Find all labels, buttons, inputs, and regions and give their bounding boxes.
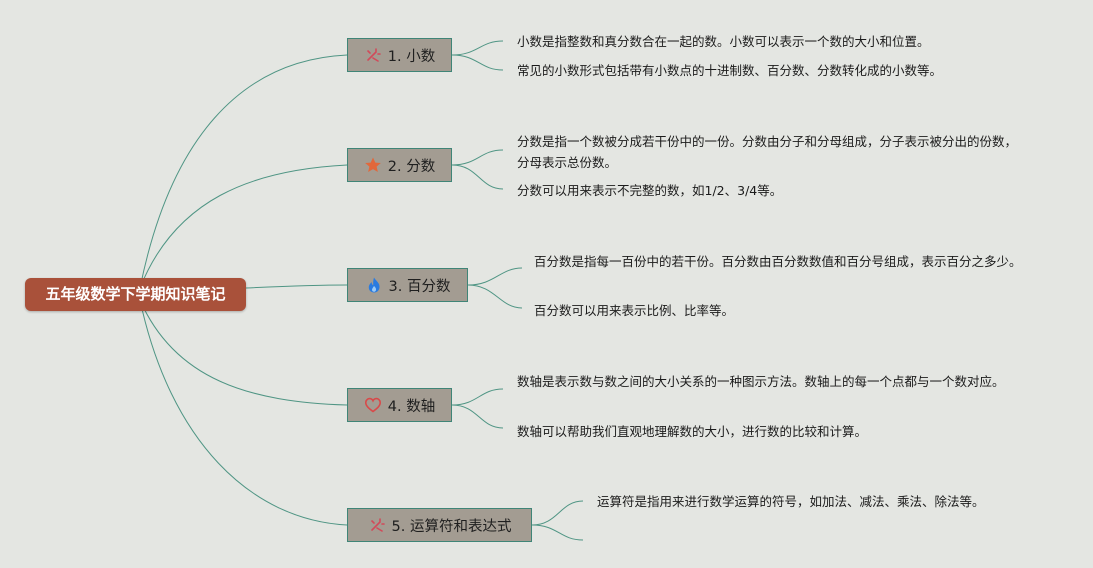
link-b5-l2 [531, 524, 584, 541]
leaf-number-line-usage: 数轴可以帮助我们直观地理解数的大小，进行数的比较和计算。 [517, 424, 868, 439]
leaf-decimals-definition: 小数是指整数和真分数合在一起的数。小数可以表示一个数的大小和位置。 [517, 34, 930, 49]
link-root-b3 [245, 284, 348, 289]
link-b4-l2 [451, 404, 504, 429]
flame-icon [365, 276, 383, 294]
leaf-percentages-usage: 百分数可以用来表示比例、比率等。 [534, 303, 735, 318]
link-root-b5 [139, 299, 348, 526]
branch-decimals[interactable]: 1. 小数 [347, 38, 452, 72]
link-root-b4 [139, 299, 348, 406]
link-b3-l1 [467, 267, 523, 286]
leaf-fractions-definition: 分数是指一个数被分成若干份中的一份。分数由分子和分母组成，分子表示被分出的份数，… [517, 134, 1018, 170]
branch-number-line-label: 4. 数轴 [387, 398, 436, 415]
link-root-b2 [139, 164, 348, 289]
branch-fractions[interactable]: 2. 分数 [347, 148, 452, 182]
root-topic[interactable]: 五年级数学下学期知识笔记 [25, 278, 246, 311]
link-b2-l1 [451, 149, 504, 166]
branch-percentages[interactable]: 3. 百分数 [347, 268, 468, 302]
link-b1-l2 [451, 54, 504, 71]
star-icon [364, 156, 382, 174]
heart-icon [364, 396, 382, 414]
link-b3-l2 [467, 284, 523, 309]
link-b5-l1 [531, 500, 584, 526]
sparkle-wand-icon [368, 516, 386, 534]
leaf-decimals-forms: 常见的小数形式包括带有小数点的十进制数、百分数、分数转化成的小数等。 [517, 63, 943, 78]
link-root-b1 [139, 54, 348, 289]
branch-operators[interactable]: 5. 运算符和表达式 [347, 508, 532, 542]
root-topic-label: 五年级数学下学期知识笔记 [45, 285, 226, 303]
leaf-percentages-definition: 百分数是指每一百份中的若干份。百分数由百分数数值和百分号组成，表示百分之多少。 [534, 254, 1022, 269]
branch-operators-label: 5. 运算符和表达式 [391, 518, 512, 535]
leaf-number-line-definition: 数轴是表示数与数之间的大小关系的一种图示方法。数轴上的每一个点都与一个数对应。 [517, 374, 1005, 389]
sparkle-wand-icon [364, 46, 382, 64]
link-b4-l1 [451, 388, 504, 406]
link-b1-l1 [451, 40, 504, 56]
leaf-fractions-usage: 分数可以用来表示不完整的数，如1/2、3/4等。 [517, 183, 783, 198]
link-b2-l2 [451, 164, 504, 190]
branch-number-line[interactable]: 4. 数轴 [347, 388, 452, 422]
branch-percentages-label: 3. 百分数 [388, 278, 451, 295]
branch-fractions-label: 2. 分数 [387, 158, 436, 175]
branch-decimals-label: 1. 小数 [387, 48, 436, 65]
leaf-operators-definition: 运算符是指用来进行数学运算的符号，如加法、减法、乘法、除法等。 [597, 494, 985, 509]
